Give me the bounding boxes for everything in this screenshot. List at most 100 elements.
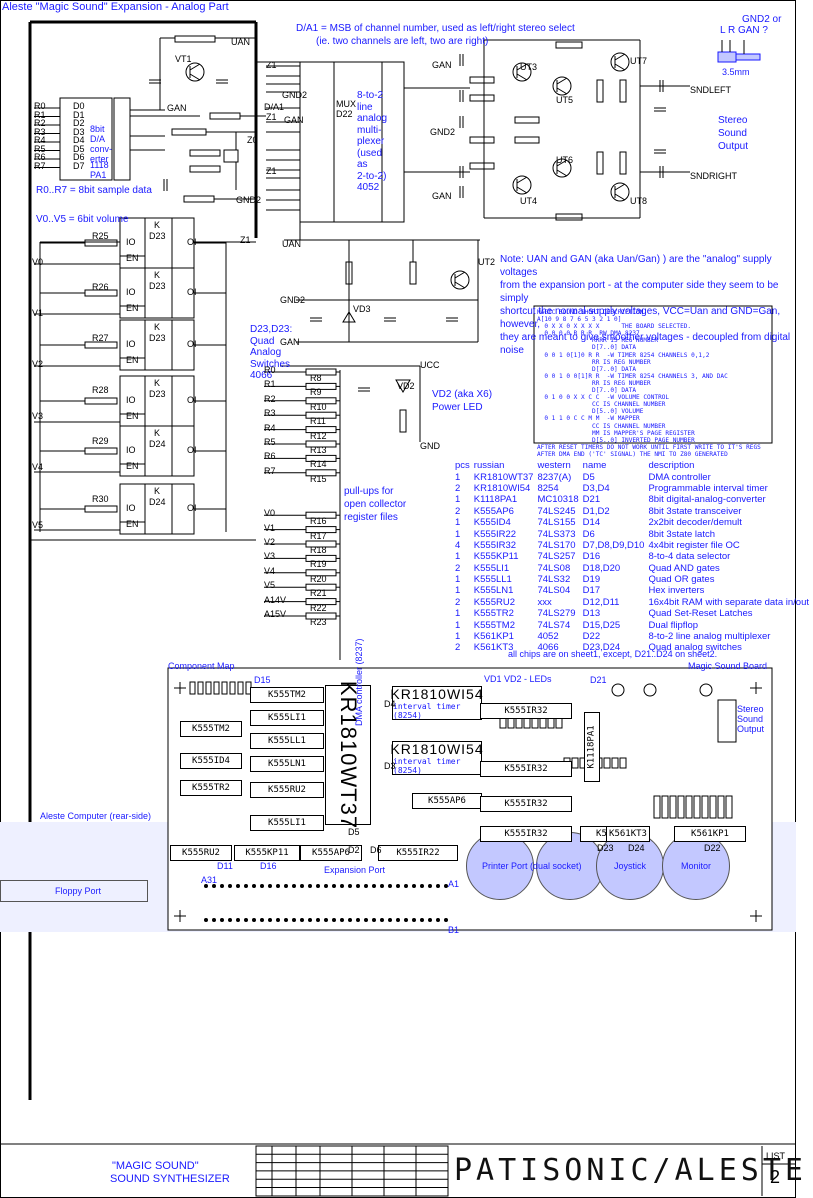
volume-input-label: V4 [32, 462, 44, 472]
part-western: 74LS279 [537, 608, 576, 620]
sndright-net: SNDRIGHT [690, 171, 737, 181]
expansion-pin [332, 884, 336, 888]
board-chip: K555IR22 [378, 845, 458, 861]
part-description: Quad Set-Reset Latches [648, 608, 753, 620]
volume-resistor-label: R26 [92, 282, 109, 292]
dac-d21-ref-block [113, 97, 131, 181]
board-chip: K555RU2 [170, 845, 232, 861]
r50-resistor [596, 79, 604, 103]
pullup-resistor-label: R21 [310, 588, 327, 599]
z1-switch-net: Z1 [240, 235, 251, 245]
output-resistor [469, 94, 495, 102]
d4-ref: D4 [384, 699, 396, 709]
vt3-transistor [516, 73, 528, 81]
board-chip-label: K561KT3 [609, 829, 647, 839]
board-chip-label: K555RU2 [268, 785, 306, 795]
expansion-pin [252, 918, 256, 922]
switch-k-label: K [154, 220, 161, 230]
part-name: D3,D4 [582, 482, 610, 494]
register-legend-box [533, 305, 773, 444]
vd2-label: VD2 [397, 381, 415, 391]
vt4-label: UT4 [520, 196, 538, 206]
expansion-pin [276, 918, 280, 922]
vt5-transistor [552, 76, 572, 96]
vt6-transistor [552, 158, 572, 178]
switch-k-label: K [154, 270, 161, 280]
floppy-port: Floppy Port [0, 880, 148, 902]
expansion-pin [220, 884, 224, 888]
part-western: 74LS32 [537, 574, 571, 586]
board-resistor [571, 757, 579, 769]
pullup-net-label: A14V [264, 594, 287, 605]
board-chip: K555KP11 [234, 845, 300, 861]
pin-a1: A1 [448, 879, 460, 889]
pullup-net-label: R1 [264, 379, 276, 390]
part-count: 1 [455, 517, 461, 529]
switch-k-label: K [154, 486, 161, 496]
switch-oi-label: OI [187, 445, 197, 455]
board-chip-label: K555TM2 [268, 690, 306, 700]
col-name: name [582, 460, 607, 472]
part-russian: KR1810WI54 [473, 482, 531, 494]
d23-ref: D23 [597, 843, 614, 853]
vt2-transistor [454, 271, 466, 279]
r37-resistor [183, 195, 215, 203]
board-chip: K1118PA1 [584, 712, 600, 782]
col-russian: russian [473, 460, 505, 472]
power-led-note: VD2 (aka X6)Power LED [432, 389, 493, 413]
gan-rail: GAN [280, 337, 300, 347]
board-resistor [611, 757, 619, 769]
part-name: D6 [582, 528, 595, 540]
board-resistor [725, 795, 733, 819]
board-resistor [213, 681, 220, 695]
part-russian: K555AP6 [473, 505, 514, 517]
part-description: 8bit digital-analog-converter [648, 494, 766, 506]
expansion-pin [212, 918, 216, 922]
vt3-label: UT3 [520, 62, 538, 72]
board-resistor [685, 795, 693, 819]
vt7-transistor [610, 52, 630, 72]
switch-io-label: IO [126, 237, 136, 247]
input-r-label: R4 [34, 135, 46, 145]
output-resistor [514, 116, 540, 124]
expansion-pin [324, 918, 328, 922]
pullup-net-label: V2 [264, 537, 276, 547]
part-description: Quad OR gates [648, 574, 715, 586]
board-chip-label: K555LI1 [268, 713, 306, 723]
board-name: Magic Sound Board [688, 661, 768, 671]
volume-resistor-label: R30 [92, 494, 109, 504]
pullup-resistor-label: R22 [310, 602, 327, 613]
col-pcs: pcs [455, 460, 470, 472]
switch-block [119, 483, 195, 535]
vd3-label: VD3 [353, 304, 371, 314]
switch-oi-label: OI [187, 339, 197, 349]
pullup-net-label: V0 [264, 508, 276, 519]
monitor-port: Monitor [662, 832, 730, 900]
output-resistor [469, 136, 495, 144]
gan-net: GAN [167, 103, 187, 113]
pullup-resistor-label: R19 [310, 559, 327, 570]
vt3-transistor [512, 62, 532, 82]
pullup-resistor-label: R9 [310, 387, 322, 398]
r36-resistor [223, 149, 239, 163]
uan-rail: UAN [282, 239, 302, 249]
board-chip: K555TM2 [250, 687, 324, 703]
part-name: D14 [582, 517, 601, 529]
part-russian: K555RU2 [473, 596, 515, 608]
volume-input-label: V3 [32, 411, 44, 421]
part-description: 4x4bit register file OC [648, 539, 740, 551]
board-resistor [197, 681, 204, 695]
board-resistor [523, 717, 531, 729]
expansion-pin [436, 918, 440, 922]
pullup-resistor-label: R13 [310, 445, 327, 455]
expansion-pin [428, 884, 432, 888]
volume-resistor [84, 397, 118, 405]
switch-ref-label: D23 [149, 231, 166, 241]
board-capacitor [611, 683, 625, 697]
col-description: description [648, 460, 695, 472]
board-chip-label: K555AP6 [428, 796, 466, 806]
